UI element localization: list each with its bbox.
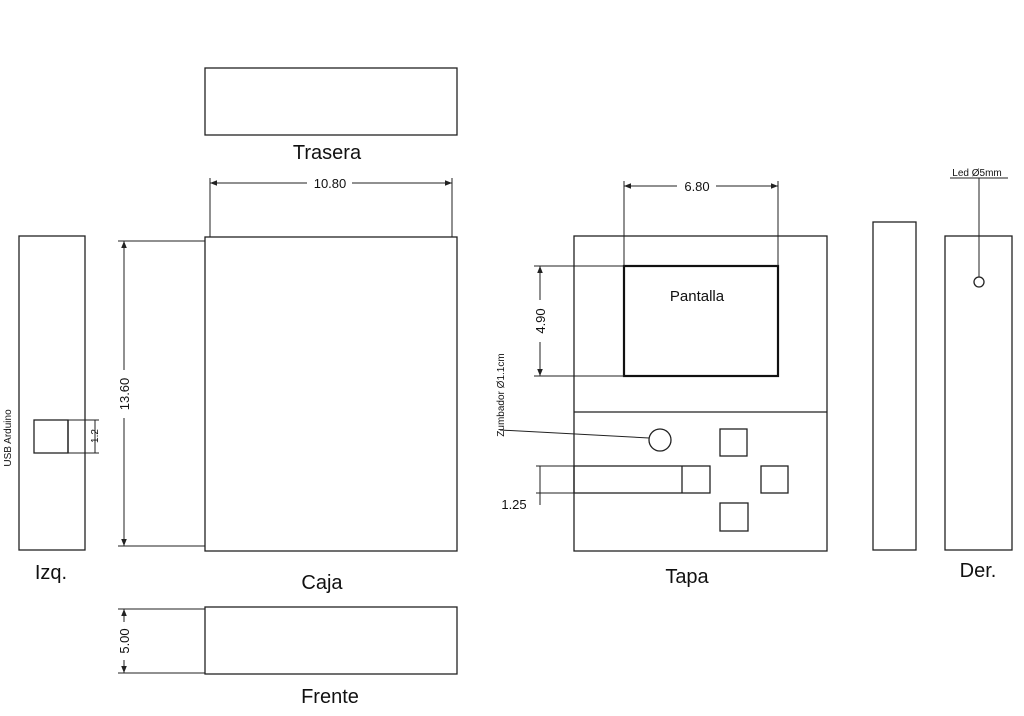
slot-outline — [573, 465, 711, 494]
caja-width-value: 10.80 — [314, 176, 347, 191]
led-hole — [973, 276, 985, 288]
pantalla-outline — [622, 264, 780, 378]
trasera-label: Trasera — [293, 142, 362, 164]
izq-outline — [18, 235, 86, 551]
usb-height-value: 1.2 — [90, 429, 101, 443]
pantalla-height-value: 4.90 — [533, 308, 548, 333]
usb-label: USB Arduino — [3, 409, 14, 467]
frente-view: 5.00 Frente — [117, 606, 458, 708]
button-right — [760, 465, 789, 494]
zumbador-label: Zumbador Ø1.1cm — [496, 353, 507, 436]
button-top — [719, 428, 748, 457]
der-label: Der. — [960, 560, 997, 582]
zumbador-leader — [499, 429, 650, 439]
side-panel-outline — [872, 221, 917, 551]
button-bottom — [719, 502, 749, 532]
caja-outline — [204, 236, 458, 552]
led-label: Led Ø5mm — [952, 168, 1001, 179]
trasera-view: Trasera — [204, 67, 458, 164]
izq-view: 1.2 USB Arduino Izq. — [3, 235, 101, 584]
tapa-outline — [573, 235, 828, 552]
caja-label: Caja — [301, 572, 343, 594]
pantalla-width-value: 6.80 — [684, 179, 709, 194]
caja-view: 10.80 13.60 Caja — [117, 176, 458, 594]
der-view: Led Ø5mm Der. — [944, 168, 1013, 582]
zumbador-circle — [648, 428, 672, 452]
pantalla-label: Pantalla — [670, 288, 725, 305]
izq-label: Izq. — [35, 562, 67, 584]
tapa-view: Pantalla 6.80 4.90 Zumbador Ø1.1cm 1.25 … — [496, 179, 828, 588]
usb-port — [33, 419, 69, 454]
frente-outline — [204, 606, 458, 675]
caja-height-value: 13.60 — [117, 378, 132, 411]
tapa-label: Tapa — [665, 566, 709, 588]
frente-label: Frente — [301, 686, 359, 708]
frente-height-value: 5.00 — [117, 628, 132, 653]
trasera-outline — [204, 67, 458, 136]
slot-height-value: 1.25 — [501, 497, 526, 512]
der-outline — [944, 235, 1013, 551]
